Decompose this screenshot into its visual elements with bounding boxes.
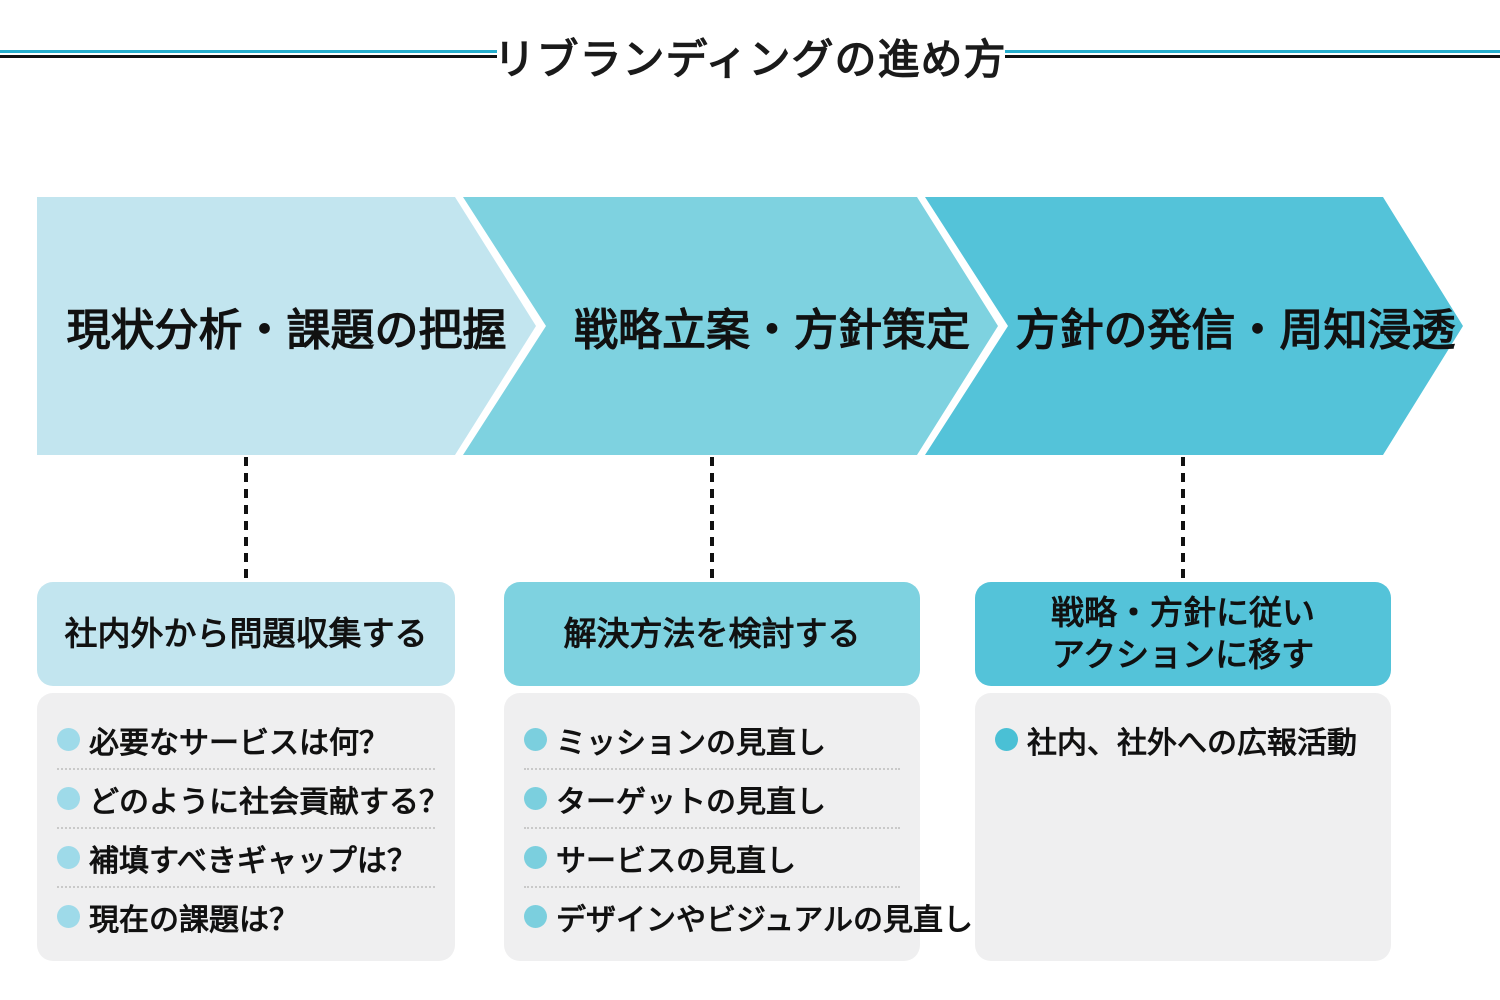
- step1-panel-list: 必要なサービスは何？ どのように社会貢献する？ 補填すべきギャップは？ 現在の課…: [37, 693, 455, 961]
- list-item: 必要なサービスは何？: [57, 711, 435, 768]
- title-rule-right: [1005, 50, 1500, 58]
- bullet-dot-icon: [57, 905, 80, 928]
- step2-panel-list: ミッションの見直し ターゲットの見直し サービスの見直し デザインやビジュアルの…: [504, 693, 973, 961]
- list-item-label: サービスの見直し: [556, 844, 796, 878]
- list-item: ミッションの見直し: [524, 711, 900, 768]
- step2-arrow-label: 戦略立案・方針策定: [574, 306, 970, 355]
- bullet-dot-icon: [524, 905, 547, 928]
- step2-panel-title: 解決方法を検討する: [504, 582, 920, 686]
- list-item-label: 補填すべきギャップは？: [89, 844, 417, 878]
- step3-arrow-label: 方針の発信・周知浸透: [1015, 306, 1456, 355]
- bullet-dot-icon: [524, 728, 547, 751]
- list-item-label: ミッションの見直し: [556, 726, 826, 760]
- list-item-label: 社内、社外への広報活動: [1027, 726, 1357, 760]
- step1-arrow-shape: [37, 197, 536, 455]
- list-item: どのように社会貢献する？: [57, 768, 449, 827]
- list-item: 補填すべきギャップは？: [57, 827, 435, 886]
- list-item-label: どのように社会貢献する？: [89, 785, 449, 819]
- page-title: リブランディングの進め方: [493, 36, 1007, 83]
- step3-panel-list: 社内、社外への広報活動: [975, 693, 1391, 961]
- step3-arrow-shape: [925, 197, 1463, 455]
- step1-panel-title: 社内外から問題収集する: [37, 582, 455, 686]
- bullet-dot-icon: [57, 728, 80, 751]
- bullet-dot-icon: [524, 846, 547, 869]
- list-item: サービスの見直し: [524, 827, 900, 886]
- step1-arrow-label: 現状分析・課題の把握: [66, 306, 507, 355]
- list-item-label: ターゲットの見直し: [556, 785, 826, 819]
- bullet-dot-icon: [524, 787, 547, 810]
- list-item: デザインやビジュアルの見直し: [524, 886, 973, 945]
- bullet-dot-icon: [57, 787, 80, 810]
- bullet-dot-icon: [995, 728, 1018, 751]
- list-item: 社内、社外への広報活動: [995, 711, 1371, 768]
- step2-arrow-shape: [463, 197, 998, 455]
- step1-column: 社内外から問題収集する 必要なサービスは何？ どのように社会貢献する？ 補填すべ…: [37, 582, 455, 961]
- bullet-dot-icon: [57, 846, 80, 869]
- title-rule-left: [0, 50, 497, 58]
- list-item-label: 必要なサービスは何？: [89, 726, 389, 760]
- step3-column: 戦略・方針に従い アクションに移す 社内、社外への広報活動: [975, 582, 1391, 961]
- list-item: ターゲットの見直し: [524, 768, 900, 827]
- step2-column: 解決方法を検討する ミッションの見直し ターゲットの見直し サービスの見直し デ…: [504, 582, 973, 961]
- list-item-label: デザインやビジュアルの見直し: [556, 903, 973, 937]
- list-item-label: 現在の課題は？: [89, 903, 299, 937]
- step3-panel-title: 戦略・方針に従い アクションに移す: [975, 582, 1391, 686]
- list-item: 現在の課題は？: [57, 886, 435, 945]
